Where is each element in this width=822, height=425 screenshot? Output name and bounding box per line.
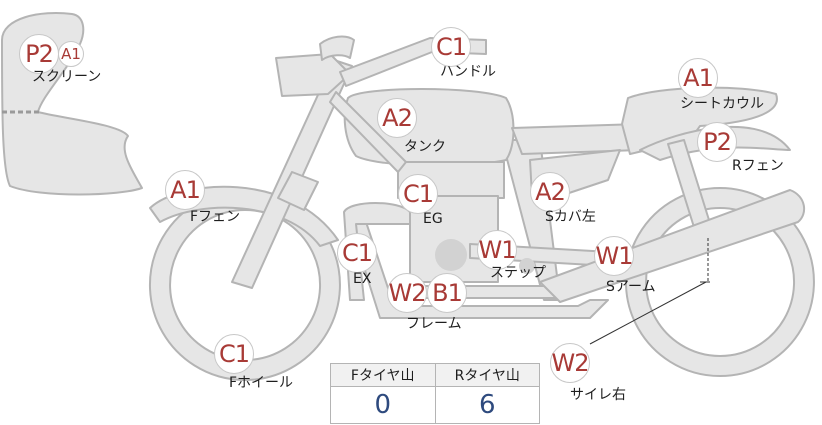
f-fender-label: Fフェン [190,209,241,225]
muffler-right-grade-1: W2 [550,343,590,383]
screen-grade-2: A1 [58,41,84,67]
rear-tread-value: 6 [434,386,540,424]
frame-label: フレーム [406,316,462,332]
exhaust-grade-1: C1 [337,233,377,273]
swing-arm-grade-1: W1 [594,236,634,276]
engine-label: EG [423,211,443,227]
r-fender-grade-1: P2 [697,122,737,162]
handlebar-shape [319,35,355,61]
rear-tread-header: Rタイヤ山 [434,363,540,387]
screen-label: スクリーン [32,69,102,85]
r-fender-label: Rフェン [732,158,784,174]
handle-label: ハンドル [440,64,496,80]
fork-lower-shape [277,171,319,211]
screen-grade-1: P2 [19,34,59,74]
step-label: ステップ [490,265,546,281]
front-tread-value: 0 [330,386,436,424]
footpeg-rear-shape [519,258,535,274]
frame-grade-2: B1 [427,273,467,313]
tank-label: タンク [404,139,446,155]
tread-table: Fタイヤ山 Rタイヤ山 0 6 [330,363,540,424]
seat-cowl-grade-1: A1 [678,58,718,98]
side-cover-left-label: Sカバ左 [545,209,596,225]
engine-lower-shape [409,195,499,283]
frame-grade-1: W2 [387,273,427,313]
f-wheel-label: Fホイール [229,375,294,391]
footpeg-shape [435,239,467,271]
tank-grade-1: A2 [377,98,417,138]
handle-grade-1: C1 [431,27,471,67]
swing-arm-label: Sアーム [606,279,656,295]
f-wheel-grade-1: C1 [214,334,254,374]
side-cover-left-grade-1: A2 [530,172,570,212]
muffler-leader [589,281,707,345]
down-tube-shape [329,91,407,173]
front-tread-header: Fタイヤ山 [330,363,436,387]
engine-grade-1: C1 [398,174,438,214]
exhaust-label: EX [353,271,372,287]
muffler-right-label: サイレ右 [570,387,626,403]
step-grade-1: W1 [477,230,517,270]
seat-cowl-label: シートカウル [680,96,764,112]
f-fender-grade-1: A1 [165,170,205,210]
